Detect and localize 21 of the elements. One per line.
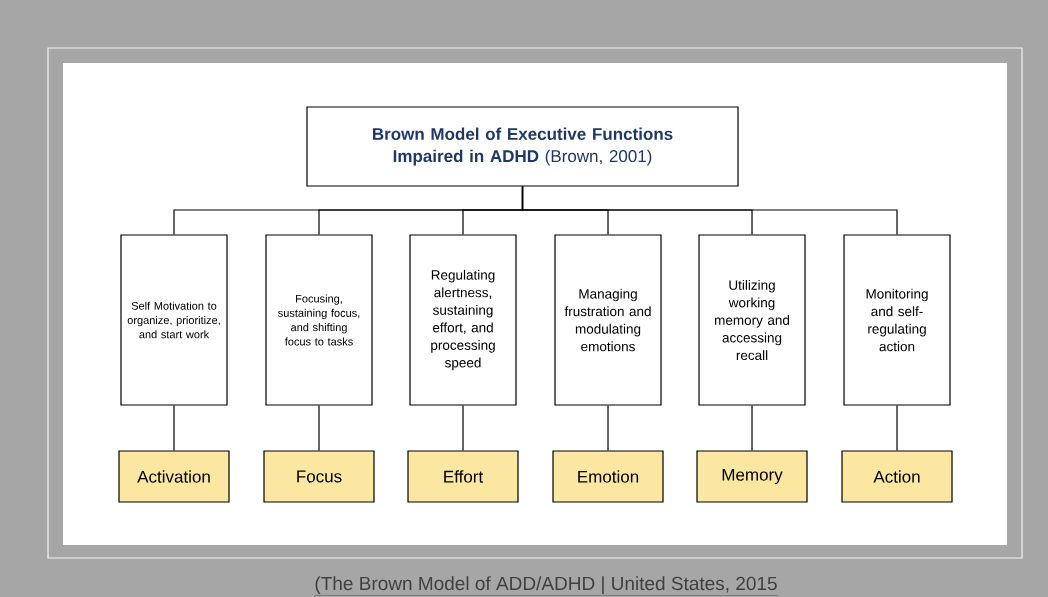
category-box: Activation xyxy=(118,450,230,503)
title-box: Brown Model of Executive Functions Impaired in ADHD (Brown, 2001) xyxy=(306,106,739,187)
function-box: Regulating alertness, sustaining effort, and processing speed xyxy=(409,234,517,406)
connector-line xyxy=(751,405,753,451)
connector-line xyxy=(173,405,175,451)
connector-line xyxy=(607,405,609,451)
connector-line xyxy=(318,405,320,451)
function-box: Self Motivation to organize, prioritize, and start work xyxy=(120,234,228,406)
connector-line xyxy=(521,186,898,235)
caption-link: (The Brown Model of ADD/ADHD | United States, 2015 xyxy=(314,576,778,596)
category-box: Effort xyxy=(407,450,519,503)
category-box: Memory xyxy=(696,450,808,503)
category-box: Focus xyxy=(263,450,375,503)
connector-line xyxy=(462,405,464,451)
connector-line xyxy=(896,405,898,451)
category-box: Emotion xyxy=(552,450,664,503)
function-box: Managing frustration and modulating emotions xyxy=(554,234,662,406)
function-box: Monitoring and self-regulating action xyxy=(843,234,951,406)
function-box: Utilizing working memory and accessing recall xyxy=(698,234,806,406)
category-box: Action xyxy=(841,450,953,503)
function-box: Focusing, sustaining focus, and shifting focus to tasks xyxy=(265,234,373,406)
